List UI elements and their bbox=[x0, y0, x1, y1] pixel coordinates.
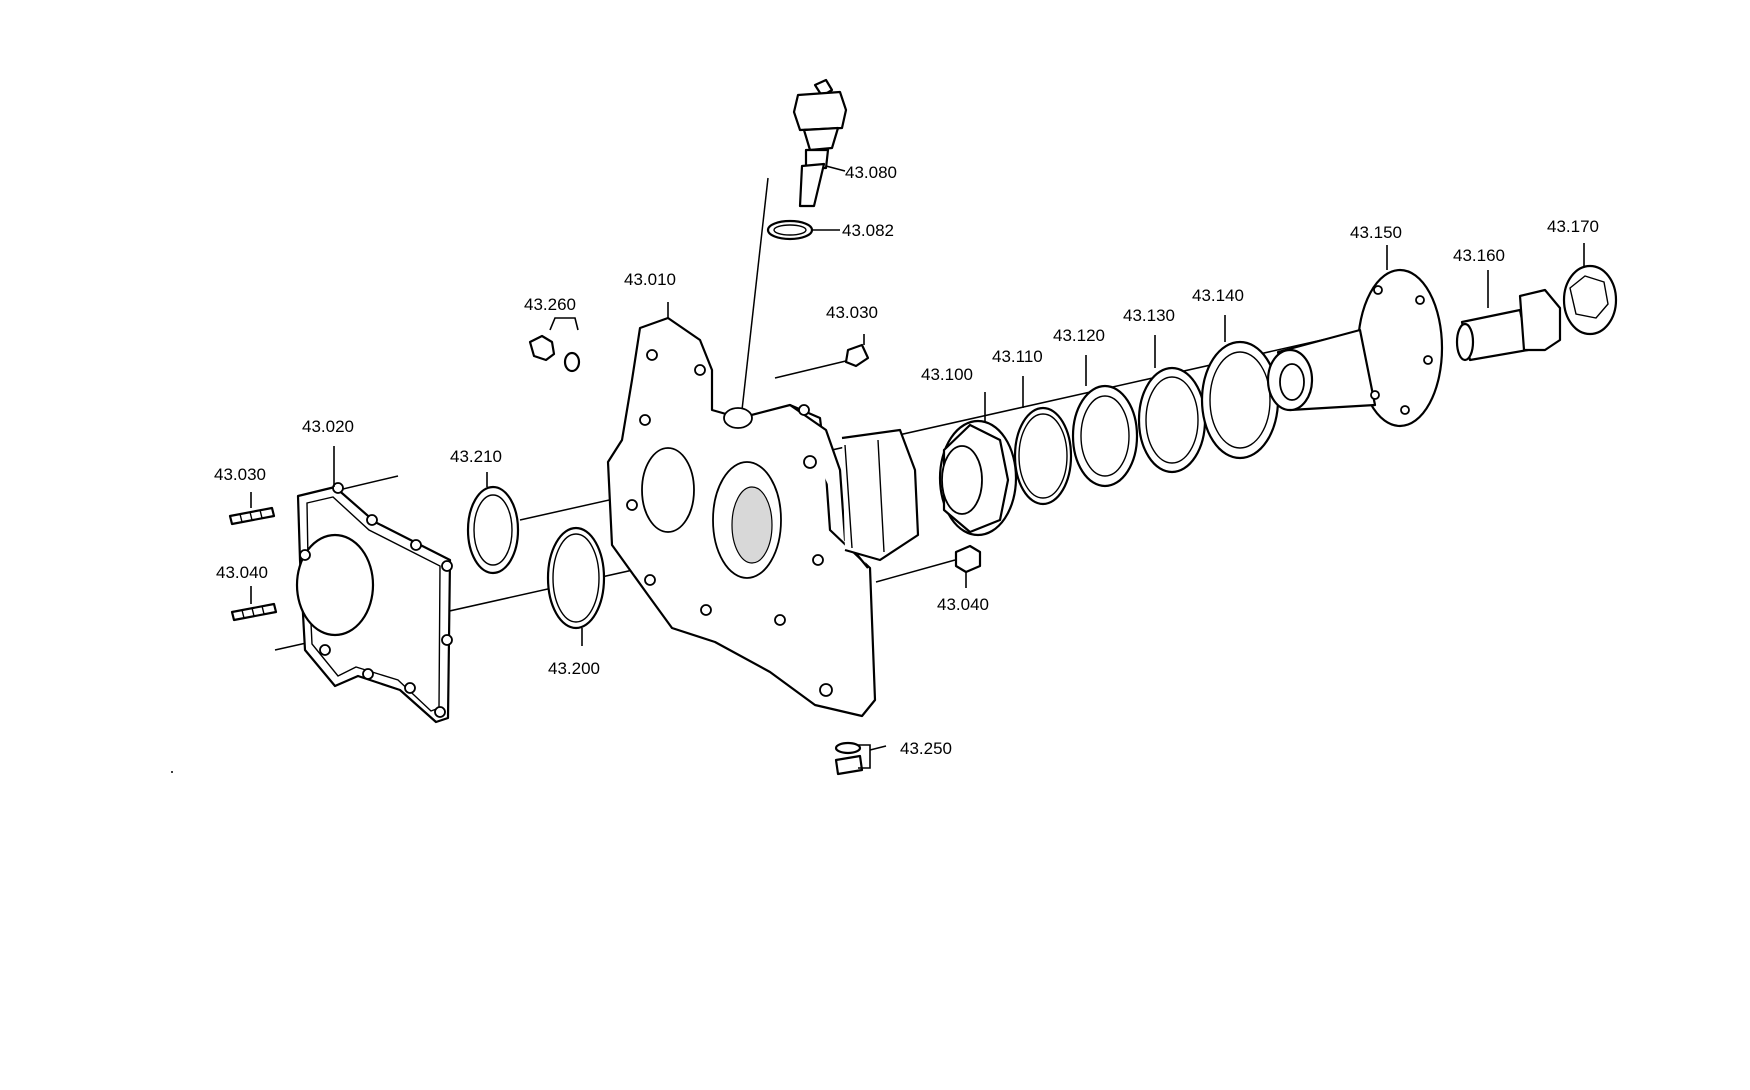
callout-43-040-left: 43.040 bbox=[216, 563, 268, 582]
part-43-200-o-ring bbox=[546, 526, 606, 630]
callout-43-120: 43.120 bbox=[1053, 326, 1105, 345]
part-43-030-stud-left bbox=[228, 506, 276, 526]
leader-lines bbox=[250, 165, 1585, 769]
callout-43-160: 43.160 bbox=[1453, 246, 1505, 265]
part-43-110-snap-ring bbox=[1013, 406, 1073, 506]
callout-43-250: 43.250 bbox=[900, 739, 952, 758]
callout-43-080: 43.080 bbox=[845, 163, 897, 182]
callout-43-010: 43.010 bbox=[624, 270, 676, 289]
callout-43-210: 43.210 bbox=[450, 447, 502, 466]
callout-43-140: 43.140 bbox=[1192, 286, 1244, 305]
callout-43-100: 43.100 bbox=[921, 365, 973, 384]
callout-43-200: 43.200 bbox=[548, 659, 600, 678]
callout-43-150: 43.150 bbox=[1350, 223, 1402, 242]
callout-43-040-right: 43.040 bbox=[937, 595, 989, 614]
part-43-250-screw bbox=[834, 741, 864, 776]
callout-43-020: 43.020 bbox=[302, 417, 354, 436]
part-43-082-seal bbox=[766, 219, 814, 241]
callout-43-260: 43.260 bbox=[524, 295, 576, 314]
part-43-260-plug bbox=[528, 334, 581, 373]
callout-43-082: 43.082 bbox=[842, 221, 894, 240]
part-43-080-sensor bbox=[792, 78, 848, 208]
part-43-170-cap bbox=[1562, 264, 1618, 336]
part-43-040-nut-right bbox=[954, 544, 982, 574]
part-43-120-seal bbox=[1071, 384, 1139, 488]
part-43-020-gasket bbox=[295, 482, 453, 724]
part-43-140-cover bbox=[1200, 340, 1280, 460]
callout-43-030-top: 43.030 bbox=[826, 303, 878, 322]
part-43-010-housing bbox=[606, 316, 920, 718]
part-43-160-nut bbox=[1455, 288, 1562, 362]
part-43-210-ring bbox=[466, 485, 520, 575]
callout-43-170: 43.170 bbox=[1547, 217, 1599, 236]
callout-43-130: 43.130 bbox=[1123, 306, 1175, 325]
part-43-040-stud-left bbox=[230, 602, 278, 622]
callout-43-030-left: 43.030 bbox=[214, 465, 266, 484]
part-43-100-bearing bbox=[938, 419, 1018, 537]
part-43-150-flange bbox=[1266, 268, 1444, 428]
part-43-130-ring bbox=[1137, 366, 1207, 474]
stray-dot bbox=[171, 771, 173, 773]
callout-43-110: 43.110 bbox=[992, 347, 1043, 366]
part-43-030-nut-top bbox=[844, 343, 870, 368]
